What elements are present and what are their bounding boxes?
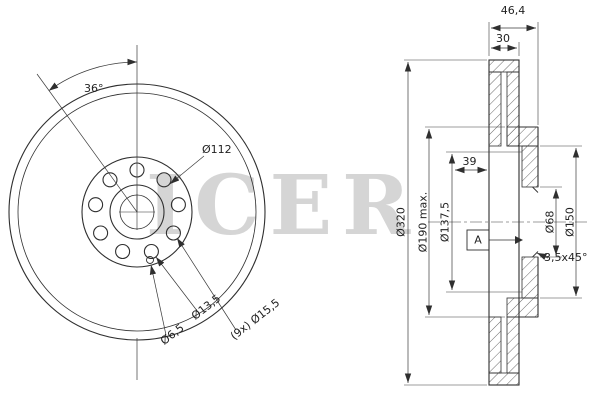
section-view-outline bbox=[488, 59, 539, 386]
bore-diameter-dimension-label: Ø68 bbox=[543, 210, 557, 234]
flange-diameter-dimension-label: Ø150 bbox=[563, 207, 577, 237]
hat-depth-dimension-label: 39 bbox=[462, 155, 477, 168]
angle-dimension-label: 36° bbox=[84, 82, 104, 95]
icer-watermark: ICER bbox=[146, 158, 421, 254]
bolt-circle-dimension-label: Ø112 bbox=[202, 143, 232, 156]
chamfer-dimension-label: 3,5x45° bbox=[544, 251, 588, 264]
band-width-dimension-label: 30 bbox=[496, 32, 510, 45]
datum-a-label: A bbox=[474, 233, 482, 247]
datum-a-flag bbox=[466, 229, 523, 251]
front-view-dimensions bbox=[36, 45, 237, 380]
outer-diameter-dimension-label: Ø320 bbox=[394, 207, 408, 237]
section-view-hatching bbox=[488, 59, 539, 386]
hat-diameter-dimension-label: Ø190 max. bbox=[416, 191, 430, 253]
overall-width-dimension-label: 46,4 bbox=[500, 4, 526, 17]
section-view-dimension-lines bbox=[404, 24, 580, 383]
section-view-extension-lines bbox=[404, 22, 582, 386]
inner-diameter-dimension-label: Ø137,5 bbox=[438, 201, 452, 243]
